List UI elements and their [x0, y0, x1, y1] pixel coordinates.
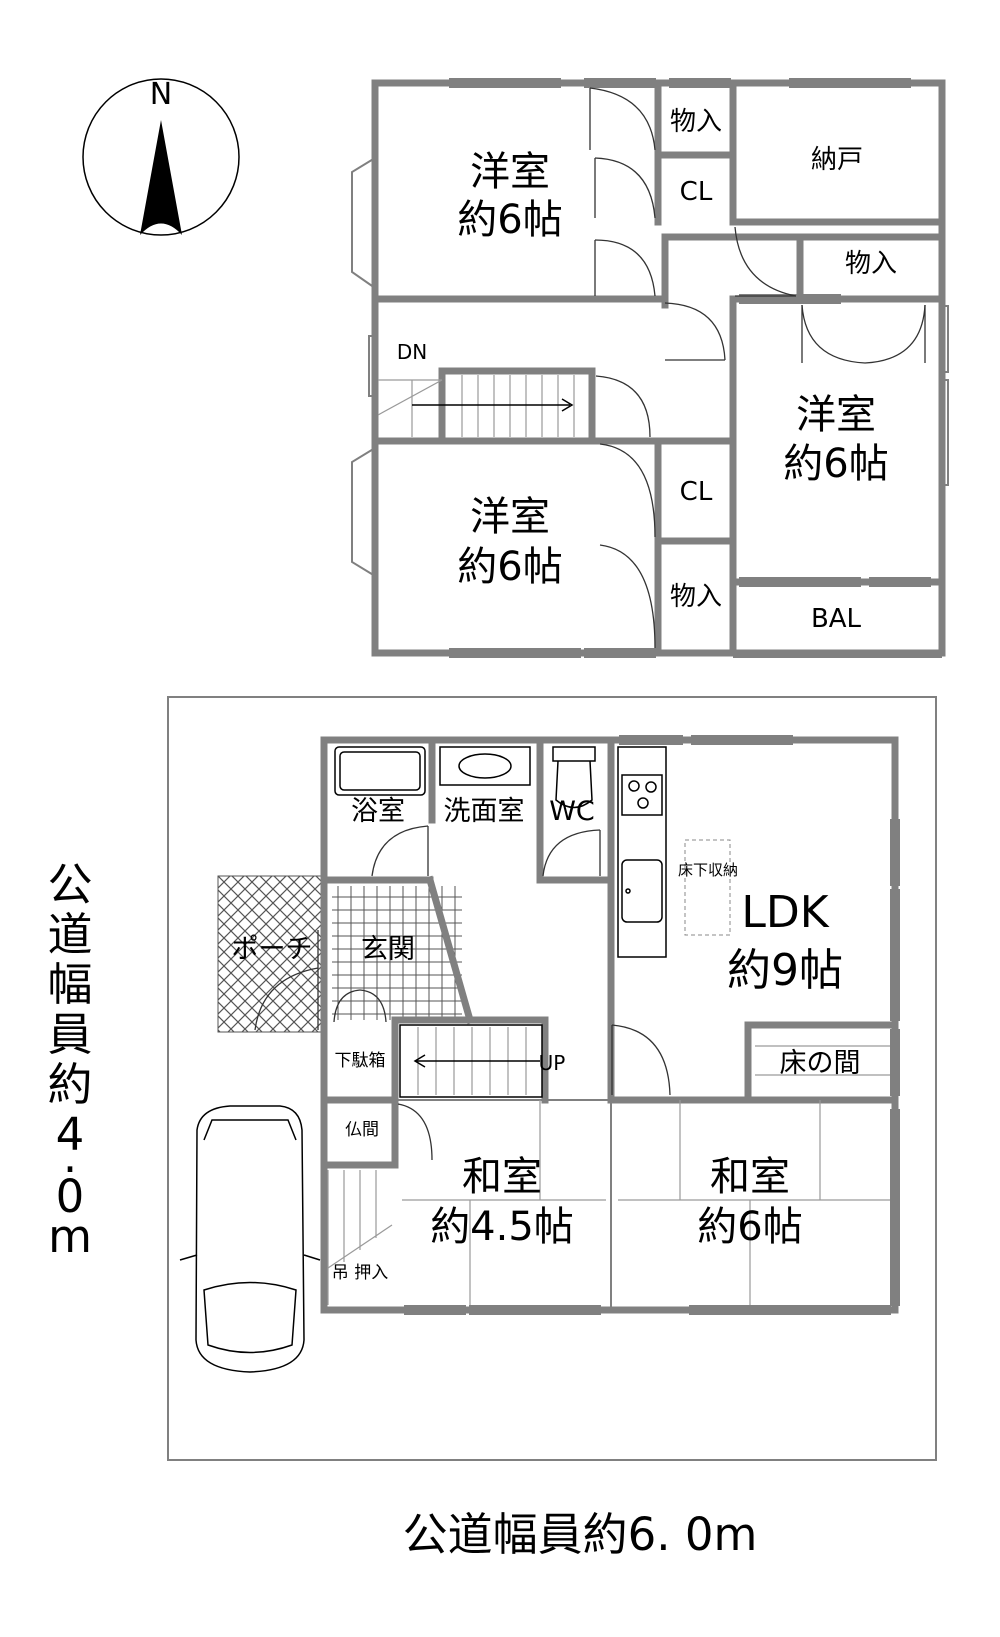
toilet	[552, 746, 596, 762]
road-west-char: 公	[47, 858, 92, 911]
washroom-label: 洗面室	[444, 796, 525, 827]
car-icon	[179, 1105, 321, 1373]
washbasin	[439, 746, 531, 786]
road-west-char: 0	[56, 1170, 85, 1223]
underfloor-storage-box	[684, 839, 731, 936]
porch-area	[217, 875, 323, 1033]
bay-window-north	[351, 157, 376, 289]
room-east-name: 洋室	[796, 392, 876, 438]
washitsu-large-name: 和室	[710, 1154, 790, 1200]
kitchen-counter	[617, 746, 667, 958]
compass-north-label: N	[150, 77, 172, 112]
ldk-size: 約9帖	[727, 945, 843, 996]
north-arrow-icon	[140, 120, 182, 235]
washitsu-small-name: 和室	[462, 1154, 542, 1200]
cl-bottom-label: CL	[680, 477, 713, 507]
balcony-label: BAL	[811, 604, 862, 634]
road-west-char: 4	[56, 1108, 85, 1161]
tatami-lines	[402, 1045, 890, 1305]
room-east-size: 約6帖	[783, 441, 888, 487]
compass: N	[82, 77, 240, 236]
washitsu-large-size: 約6帖	[697, 1204, 802, 1250]
ground-stairs	[327, 1024, 543, 1305]
ldk-name: LDK	[741, 887, 829, 938]
closet-right-label: 物入	[845, 249, 897, 279]
room-sw-name: 洋室	[470, 494, 550, 540]
road-west-label: 公 道 幅 員 約 4 . 0 m	[47, 858, 92, 1263]
room-nw-size: 約6帖	[457, 197, 562, 243]
closet-top-label: 物入	[670, 107, 722, 137]
road-west-char: 幅	[47, 958, 92, 1011]
road-west-char: 員	[47, 1008, 92, 1061]
bathtub	[334, 746, 426, 796]
road-west-char: 道	[47, 908, 92, 961]
wc-label: WC	[549, 796, 595, 827]
porch-label: ポーチ	[232, 934, 313, 965]
room-nw-name: 洋室	[470, 149, 550, 195]
closet-bottom-label: 物入	[670, 582, 722, 612]
washitsu-small-size: 約4.5帖	[430, 1204, 574, 1250]
road-south-label: 公道幅員約6. 0m	[403, 1508, 758, 1561]
ground-doors	[254, 825, 671, 1161]
underfloor-storage-label: 床下収納	[678, 861, 738, 879]
road-west-char: .	[63, 1130, 77, 1183]
cl-top-label: CL	[680, 177, 713, 207]
upper-floor: 洋室 約6帖 物入 CL 納戸 物入 DN 洋室 約6帖 洋室 約6帖 CL 物…	[351, 78, 949, 658]
butsuma-label: 仏間	[345, 1120, 379, 1140]
closet-label: 吊 押入	[332, 1263, 388, 1283]
storage-room-label: 納戸	[811, 145, 863, 175]
upper-doors	[589, 87, 926, 649]
road-west-char: 約	[47, 1058, 92, 1111]
site-boundary	[167, 696, 937, 1461]
bath-label: 浴室	[351, 796, 405, 827]
shoe-box-label: 下駄箱	[335, 1051, 386, 1071]
room-sw-size: 約6帖	[457, 544, 562, 590]
tokonoma-label: 床の間	[780, 1048, 861, 1079]
upper-stairs	[377, 375, 575, 437]
stair-up-label: UP	[539, 1051, 566, 1075]
road-west-char: m	[48, 1210, 92, 1263]
compass-ring	[82, 78, 240, 236]
stair-dn-label: DN	[397, 340, 427, 364]
bay-window-south	[351, 447, 376, 577]
ground-floor: 浴室 洗面室 WC 床下収納 LDK 約9帖 ポーチ 玄関 下駄箱 UP 床の間…	[179, 735, 900, 1373]
entrance-label: 玄関	[361, 934, 415, 965]
